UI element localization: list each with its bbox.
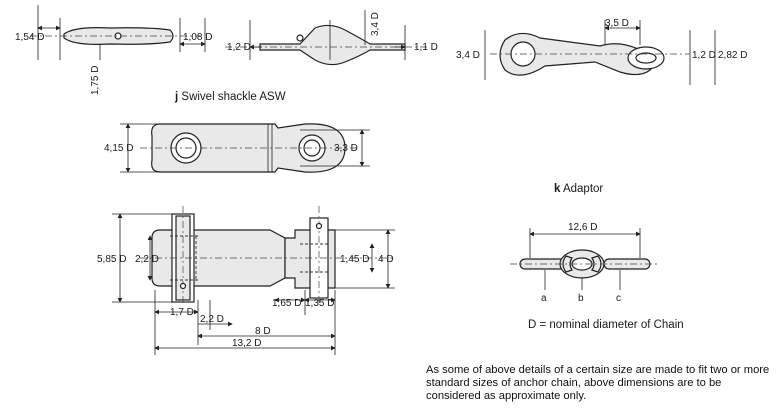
- adaptor-caption: k Adaptor: [554, 183, 603, 195]
- swivel-side-view: 5,85 D 2,2 D 1,45 D 4 D 1,65 D 1,35 D 1,…: [97, 206, 395, 355]
- adaptor-letter: k: [554, 183, 561, 195]
- swivel-letter: j: [174, 91, 178, 103]
- dim-12-6d: 12,6 D: [568, 222, 597, 233]
- dim-1-08d: 1,08 D: [183, 32, 212, 43]
- dim-1-45d: 1,45 D: [340, 254, 369, 265]
- dim-2-82d: 2,82 D: [718, 50, 747, 61]
- approximation-note: As some of above details of a certain si…: [426, 364, 770, 402]
- adaptor-label-a: a: [541, 293, 547, 304]
- dim-1-65d: 1,65 D: [272, 298, 301, 309]
- dim-1-7d: 1,7 D: [170, 307, 194, 318]
- adaptor-drawing: 12,6 D a b c: [510, 222, 660, 304]
- adaptor-label-b: b: [578, 293, 584, 304]
- dim-5-85d: 5,85 D: [97, 254, 126, 265]
- dim-3-4d: 3,4 D: [370, 12, 381, 36]
- adaptor-title: Adaptor: [560, 183, 603, 195]
- top-left-part: 1,54 D 1,08 D 1,75 D: [15, 5, 212, 95]
- dim-1-2d-right: 1,2 D: [692, 50, 716, 61]
- dim-1-75d: 1,75 D: [90, 66, 101, 95]
- top-right-part: 3,4 D 3,5 D 1,2 D 2,82 D: [456, 18, 747, 85]
- dim-3-3d: 3,3 D: [334, 143, 358, 154]
- dim-4d: 4 D: [378, 254, 394, 265]
- adaptor-label-c: c: [616, 293, 621, 304]
- dim-1-35d: 1,35 D: [305, 298, 334, 309]
- dim-2-2d-side: 2,2 D: [135, 254, 159, 265]
- dim-8d: 8 D: [255, 326, 271, 337]
- dim-1-1d: 1,1 D: [414, 42, 438, 53]
- dim-3-5d: 3,5 D: [605, 18, 629, 29]
- swivel-title: Swivel shackle ASW: [178, 91, 286, 103]
- dim-13-2d: 13,2 D: [232, 338, 261, 349]
- dim-3-4d-right: 3,4 D: [456, 50, 480, 61]
- swivel-caption: j Swivel shackle ASW: [174, 91, 286, 103]
- dim-2-2d-lower: 2,2 D: [200, 314, 224, 325]
- dim-4-15d: 4,15 D: [104, 143, 133, 154]
- adaptor-legend: D = nominal diameter of Chain: [528, 319, 684, 331]
- swivel-top-view: 4,15 D 3,3 D: [104, 123, 370, 173]
- top-middle-part: 3,4 D 1,2 D 1,1 D: [225, 10, 438, 66]
- dim-1-54d: 1,54 D: [15, 32, 44, 43]
- dim-1-2d: 1,2 D: [227, 42, 251, 53]
